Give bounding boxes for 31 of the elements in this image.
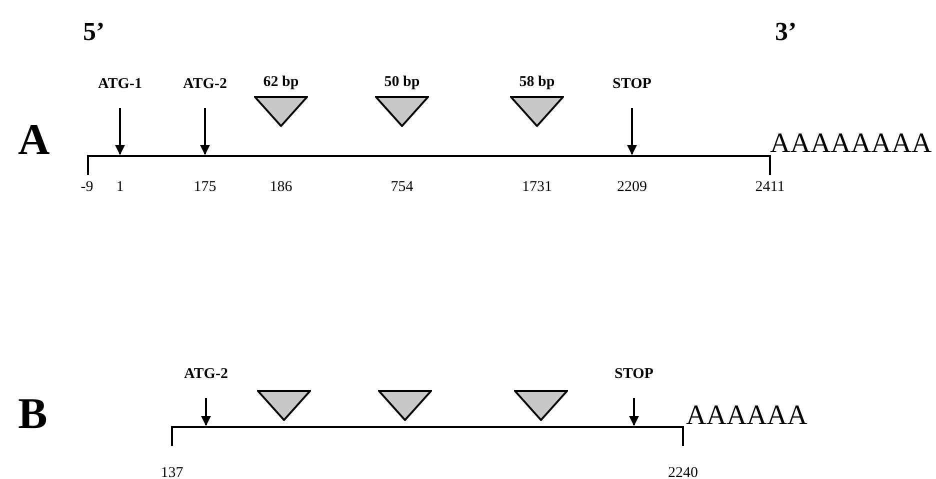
arrow <box>629 398 639 426</box>
position-number: 754 <box>390 178 414 197</box>
position-number: 175 <box>194 178 216 197</box>
site-label: ATG-1 <box>98 74 142 94</box>
sequence-line <box>171 426 684 446</box>
position-number: 137 <box>160 464 184 479</box>
sequence-line <box>87 155 771 175</box>
position-number: 2411 <box>755 178 785 197</box>
insertion-size: 50 bp <box>384 73 420 92</box>
site-label: STOP <box>614 364 654 384</box>
arrow <box>201 398 211 426</box>
position-number: 2209 <box>617 178 647 197</box>
site-label: STOP <box>612 74 652 94</box>
arrow <box>115 108 125 155</box>
panel-letter: B <box>18 392 48 436</box>
site-label: ATG-2 <box>184 364 228 384</box>
arrow <box>627 108 637 155</box>
arrow <box>200 108 210 155</box>
panel-letter: A <box>18 118 50 162</box>
poly-a-tail: AAAAAA <box>686 402 808 430</box>
position-number: 2240 <box>668 464 698 479</box>
end-label: 3’ <box>775 16 797 48</box>
end-label: 5’ <box>83 16 105 48</box>
site-label: ATG-2 <box>183 74 227 94</box>
insertion-size: 62 bp <box>263 73 299 92</box>
position-number: 1 <box>116 178 124 197</box>
position-number: -9 <box>80 178 94 197</box>
poly-a-tail: AAAAAAAA <box>770 130 932 158</box>
insertion-size: 58 bp <box>519 73 555 92</box>
position-number: 1731 <box>522 178 552 197</box>
position-number: 186 <box>270 178 292 197</box>
